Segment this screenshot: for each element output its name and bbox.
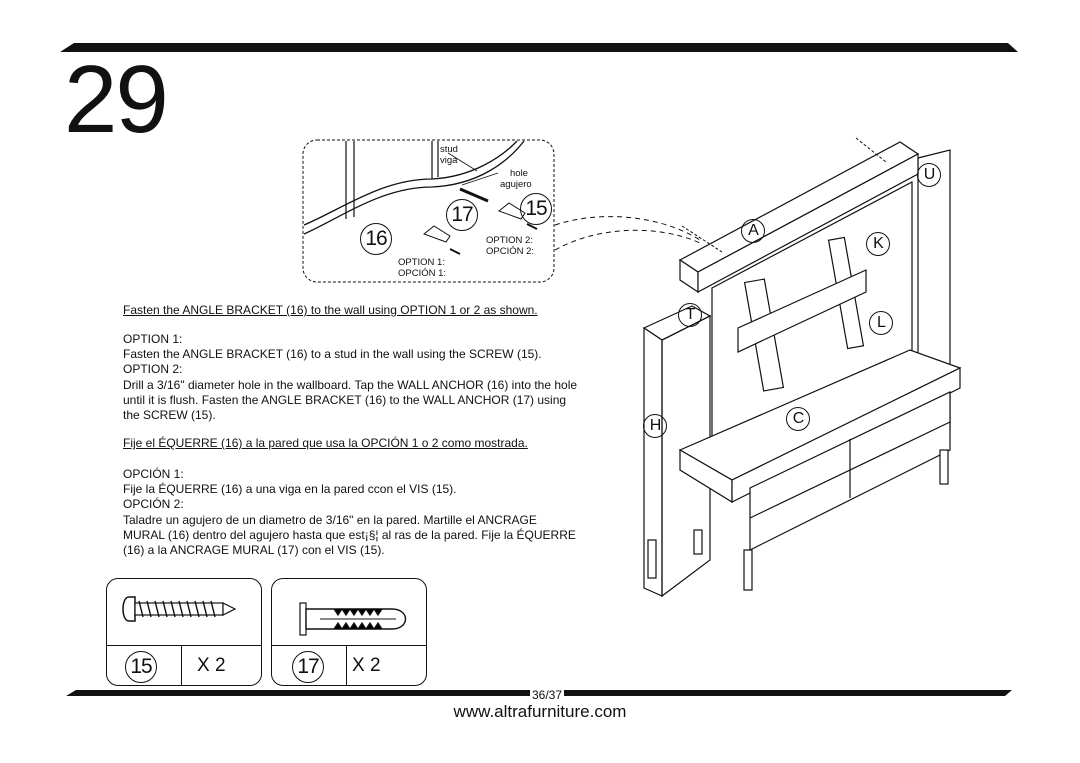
page-number: 36/37 <box>530 688 565 702</box>
en-option1-title: OPTION 1: <box>123 332 183 346</box>
en-option2-line2: until it is flush. Fasten the ANGLE BRAC… <box>123 392 567 407</box>
option1-es-label: OPCIÓN 1: <box>398 268 447 279</box>
es-option2-line1: Taladre un agujero de un diametro de 3/1… <box>123 512 537 527</box>
screw-icon <box>122 596 237 622</box>
label-hole: hole <box>510 168 528 179</box>
website-url: www.altrafurniture.com <box>453 702 627 721</box>
es-option2-title: OPCIÓN 2: <box>123 497 184 512</box>
furniture-drawing <box>642 137 962 598</box>
hardware-box-screw: 15 X 2 <box>106 578 262 686</box>
instructions-en-heading: Fasten the ANGLE BRACKET (16) to the wal… <box>123 303 538 317</box>
label-panel-A: A <box>741 219 765 243</box>
instructions-en: OPTION 1: Fasten the ANGLE BRACKET (16) … <box>123 332 603 423</box>
label-panel-H: H <box>643 414 667 438</box>
label-stud: stud <box>440 144 458 155</box>
hardware-box-anchor: 17 X 2 <box>271 578 427 686</box>
hardware-qty-15: X 2 <box>197 655 226 676</box>
label-viga: viga <box>440 155 458 166</box>
instructions-es: OPCIÓN 1: Fije la ÉQUERRE (16) a una vig… <box>123 467 603 558</box>
label-agujero: agujero <box>500 179 532 190</box>
wall-anchor-icon <box>299 602 407 636</box>
hardware-part-15: 15 <box>125 651 157 683</box>
option2-es-label: OPCIÓN 2: <box>486 246 535 257</box>
option2-en-label: OPTION 2: <box>486 235 533 246</box>
es-option2-line3: (16) a la ANCRAGE MURAL (17) con el VIS … <box>123 543 385 558</box>
en-option2-line3: the SCREW (15). <box>123 408 216 423</box>
part-17-callout: 17 <box>446 199 478 231</box>
detail-connector <box>554 216 701 251</box>
label-panel-U: U <box>917 163 941 187</box>
detail-inset: stud viga hole agujero 16 17 15 OPTION 1… <box>302 139 555 283</box>
en-option1-text: Fasten the ANGLE BRACKET (16) to a stud … <box>123 347 542 362</box>
instructions-es-heading: Fije el ÉQUERRE (16) a la pared que usa … <box>123 436 528 450</box>
label-panel-L: L <box>869 311 893 335</box>
en-option2-title: OPTION 2: <box>123 362 183 377</box>
hardware-qty-17: X 2 <box>352 655 381 676</box>
step-number: 29 <box>64 46 169 153</box>
es-option1-title: OPCIÓN 1: <box>123 467 184 481</box>
part-16-callout: 16 <box>360 223 392 255</box>
header-bar <box>60 43 1018 52</box>
en-option2-line1: Drill a 3/16" diameter hole in the wallb… <box>123 377 578 392</box>
label-panel-T: T <box>678 303 702 327</box>
label-panel-K: K <box>866 232 890 256</box>
es-option1-text: Fije la ÉQUERRE (16) a una viga en la pa… <box>123 482 457 497</box>
option1-en-label: OPTION 1: <box>398 257 445 268</box>
es-option2-line2: MURAL (16) dentro del agujero hasta que … <box>123 527 576 542</box>
part-15-callout: 15 <box>520 193 552 225</box>
hardware-part-17: 17 <box>292 651 324 683</box>
label-panel-C: C <box>786 407 810 431</box>
